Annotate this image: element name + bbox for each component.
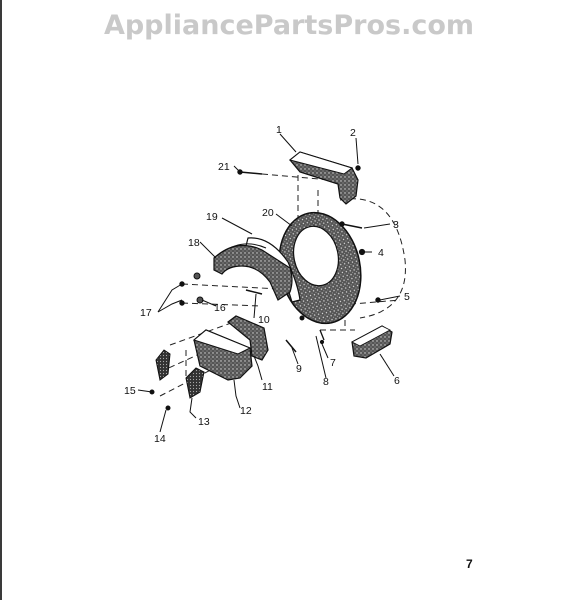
callout-21: 21 [218, 161, 230, 173]
callout-15: 15 [124, 385, 136, 397]
callout-10: 10 [258, 314, 270, 326]
callout-11: 11 [262, 381, 273, 393]
callout-16: 16 [214, 302, 226, 314]
callout-17: 17 [140, 307, 152, 319]
callout-14: 14 [154, 433, 166, 445]
page-number: 7 [466, 557, 473, 571]
callout-2: 2 [350, 127, 356, 139]
callout-18: 18 [188, 237, 200, 249]
callout-9: 9 [296, 363, 302, 375]
watermark: AppliancePartsPros.com [103, 10, 475, 41]
fasteners [149, 165, 381, 411]
callout-6: 6 [394, 375, 400, 387]
part-12-lower-bracket [192, 329, 253, 381]
leader-lines [137, 133, 401, 433]
part-13-clip [185, 367, 205, 399]
callout-20: 20 [262, 207, 274, 219]
callout-8: 8 [323, 376, 329, 388]
part-6-right-bracket [351, 325, 393, 359]
callout-13: 13 [198, 416, 210, 428]
part-18-arch-bracket [213, 243, 293, 301]
part-11-bracket [227, 315, 269, 361]
part-15-clip [155, 349, 171, 381]
callout-5: 5 [404, 291, 410, 303]
callout-19: 19 [206, 211, 218, 223]
callout-4: 4 [378, 247, 384, 259]
callout-3: 3 [393, 219, 399, 231]
callout-1: 1 [276, 124, 282, 136]
callout-12: 12 [240, 405, 252, 417]
callout-labels: 1 2 21 3 19 20 4 18 5 17 16 10 7 9 8 6 1… [124, 124, 410, 445]
part-1-top-bracket [288, 151, 359, 205]
callout-7: 7 [330, 357, 336, 369]
page-border [0, 0, 2, 600]
